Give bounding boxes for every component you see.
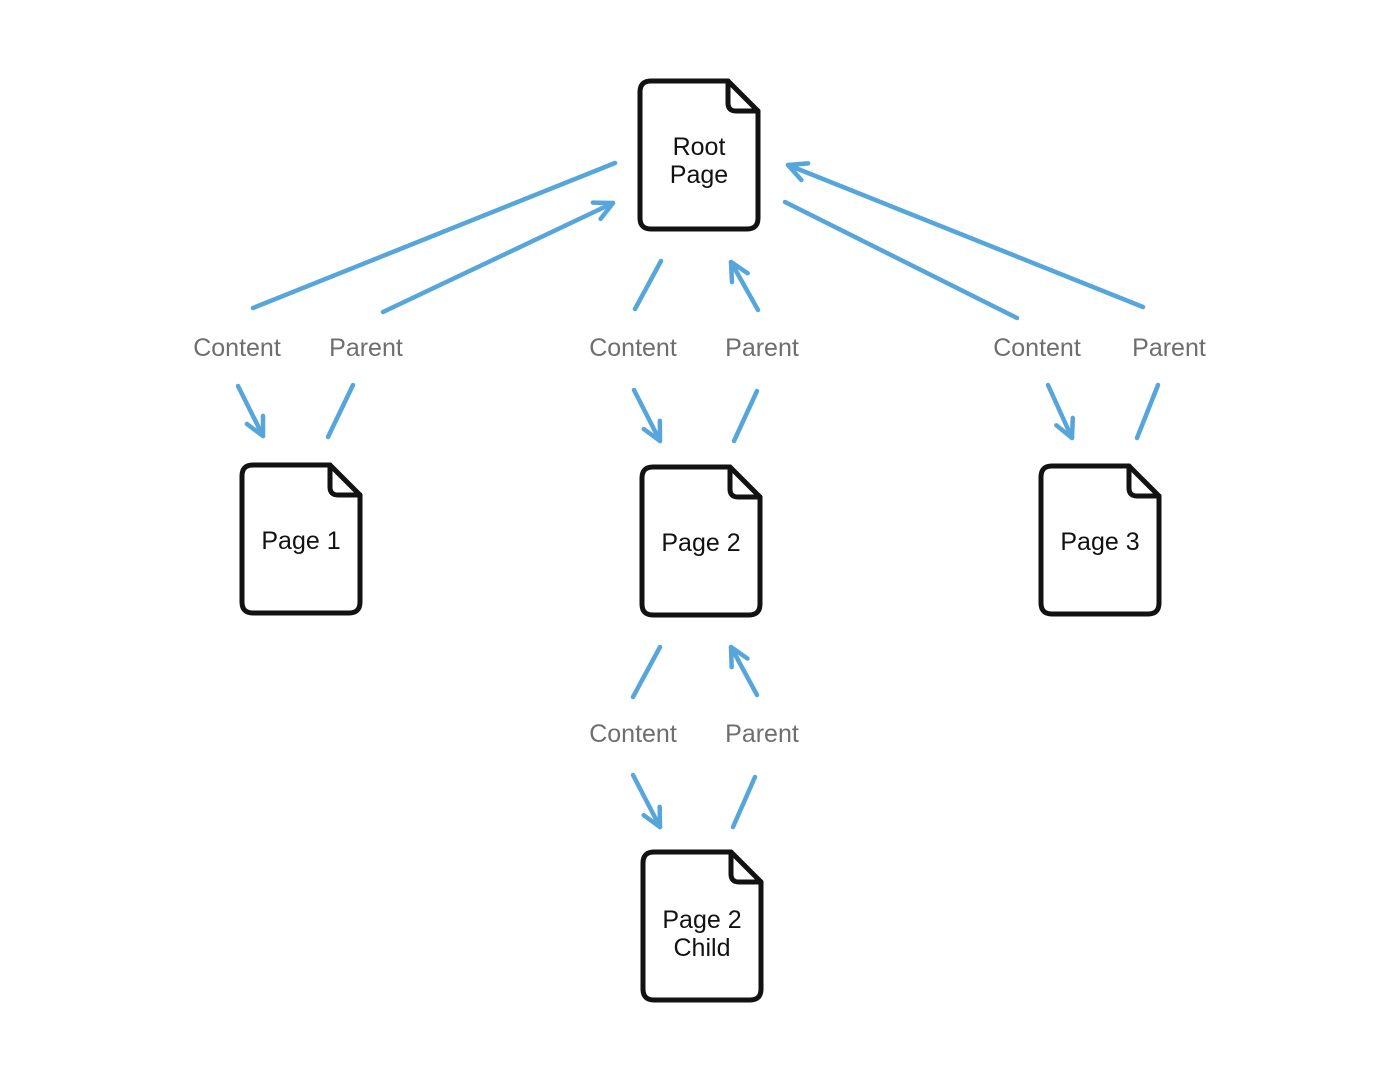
parent-arrow-to-page2 <box>728 644 760 698</box>
node-label-line1: Root <box>673 133 726 161</box>
document-fold-icon <box>327 462 363 498</box>
node-label: Page 1 <box>261 527 340 555</box>
node-page1: Page 1 <box>239 462 363 616</box>
content-label: Content <box>193 334 281 362</box>
parent-line-from-page2-child <box>730 774 758 830</box>
parent-arrow-to-root <box>785 161 1146 310</box>
parent-arrow-to-root <box>728 259 761 313</box>
node-page2-child: Page 2 Child <box>640 849 764 1003</box>
parent-line-from-page1 <box>325 382 356 440</box>
node-label-line2: Page <box>670 161 728 189</box>
edge-page2-page2-child: Content Parent <box>589 644 799 830</box>
parent-label: Parent <box>725 334 799 362</box>
document-fold-icon <box>728 849 764 885</box>
content-arrow-to-page3 <box>1045 382 1076 441</box>
content-arrow-to-page2-child <box>630 772 663 830</box>
edge-root-page1: Content Parent <box>193 160 618 440</box>
document-fold-icon <box>1126 463 1162 499</box>
content-label: Content <box>589 334 677 362</box>
content-label: Content <box>993 334 1081 362</box>
document-fold-icon <box>725 78 761 114</box>
parent-line-from-page2 <box>731 388 760 444</box>
content-line-from-page2 <box>630 644 663 700</box>
node-page2: Page 2 <box>639 464 763 618</box>
content-line-from-root <box>632 258 664 312</box>
document-icon <box>637 78 761 232</box>
document-icon <box>640 849 764 1003</box>
content-line-from-root <box>250 160 618 311</box>
parent-line-from-page3 <box>1134 382 1161 441</box>
node-label: Page 3 <box>1060 528 1139 556</box>
edge-root-page2: Content Parent <box>589 258 799 444</box>
document-icon <box>239 462 363 616</box>
parent-arrow-to-root <box>380 200 616 315</box>
node-label-line2: Child <box>674 934 731 962</box>
content-arrow-to-page1 <box>235 383 266 439</box>
node-page3: Page 3 <box>1038 463 1162 617</box>
content-arrow-to-page2 <box>631 387 663 444</box>
node-label: Page 2 <box>661 529 740 557</box>
parent-label: Parent <box>1132 334 1206 362</box>
edge-root-page3: Content Parent <box>782 161 1206 441</box>
document-icon <box>639 464 763 618</box>
parent-label: Parent <box>725 720 799 748</box>
parent-label: Parent <box>329 334 403 362</box>
node-label-line1: Page 2 <box>662 906 741 934</box>
document-icon <box>1038 463 1162 617</box>
content-label: Content <box>589 720 677 748</box>
document-fold-icon <box>727 464 763 500</box>
node-root-page: Root Page <box>637 78 761 232</box>
content-line-from-root <box>782 199 1020 321</box>
